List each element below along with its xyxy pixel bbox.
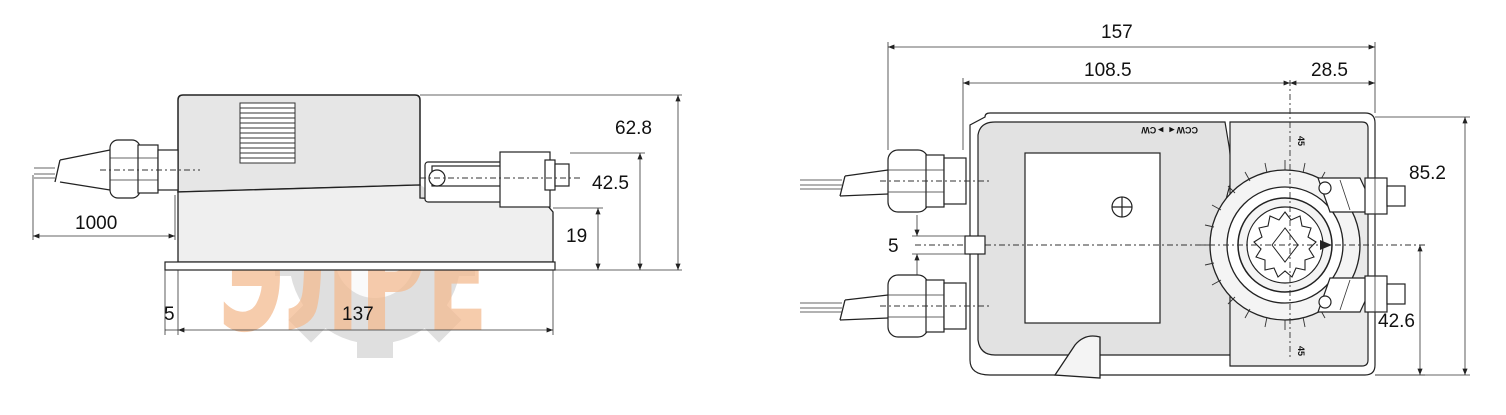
rotation-label: CCW◄ ►CW <box>1141 125 1198 135</box>
dim-shaft-offset: 28.5 <box>1290 60 1375 86</box>
angle-label-bottom: 45 <box>1296 346 1306 356</box>
side-label-stripes <box>239 102 296 164</box>
center-arrow-icon <box>1320 240 1332 250</box>
side-cable <box>34 149 111 191</box>
dim-base-length-text: 137 <box>342 304 374 325</box>
dim-total-width-text: 85.2 <box>1409 163 1446 184</box>
dim-shaft-height: 42.5 <box>570 152 645 270</box>
dim-base-height: 19 <box>553 207 603 270</box>
top-view: CCW◄ ►CW <box>800 22 1470 379</box>
shaft-assembly: 45 45 <box>1200 136 1361 356</box>
side-cable-gland <box>100 139 200 199</box>
dim-shaft-offset-text: 28.5 <box>1311 60 1348 81</box>
shaft-clamp <box>1317 175 1406 315</box>
angle-label-top: 45 <box>1296 136 1306 146</box>
dim-cable-length: 1000 <box>32 175 176 240</box>
dim-body-length-text: 108.5 <box>1084 60 1132 81</box>
dim-base-offset-text: 5 <box>164 304 175 325</box>
dim-cable-gap: 5 <box>888 215 965 275</box>
dim-shaft-height-text: 42.5 <box>592 173 629 194</box>
dim-base-length: 137 <box>178 270 554 335</box>
dim-cable-gap-text: 5 <box>888 236 899 257</box>
dim-total-height-text: 62.8 <box>615 118 652 139</box>
top-cable-gland-lower <box>800 274 990 338</box>
side-upper-housing <box>177 94 421 193</box>
top-label-window <box>1024 152 1161 324</box>
manual-release-lever <box>1053 335 1101 379</box>
side-shaft-adapter <box>420 151 580 208</box>
side-view: 1000 5 137 62.8 42.5 <box>32 94 682 335</box>
dim-base-offset: 5 <box>164 270 179 335</box>
top-cable-gland-upper <box>800 149 990 213</box>
ground-symbol-icon <box>1111 196 1133 218</box>
side-base-plate <box>164 261 556 271</box>
dim-total-height: 62.8 <box>420 94 682 271</box>
dim-shaft-center-text: 42.6 <box>1378 311 1415 332</box>
dim-body-length: 108.5 <box>962 60 1290 150</box>
dim-base-height-text: 19 <box>566 226 587 247</box>
dim-total-length-text: 157 <box>1101 22 1133 43</box>
dim-shaft-center: 42.6 <box>1375 245 1425 376</box>
dim-total-length: 157 <box>887 22 1376 150</box>
center-connector <box>964 235 986 255</box>
dim-total-width: 85.2 <box>1375 116 1470 376</box>
dim-cable-length-text: 1000 <box>75 213 117 234</box>
